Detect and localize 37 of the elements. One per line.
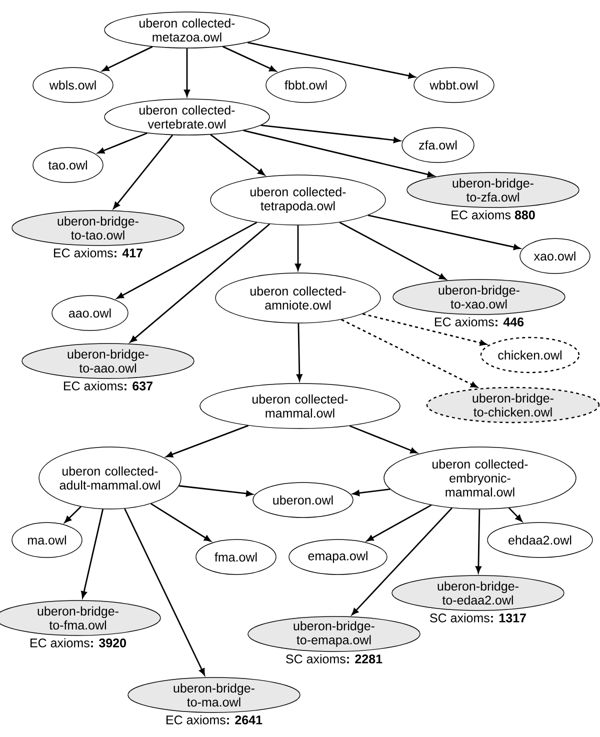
arrow	[295, 225, 301, 271]
arrow	[98, 132, 148, 154]
arrow	[166, 424, 249, 458]
axiom-count-label: EC axioms: 2641	[166, 715, 262, 724]
axiom-count-label: EC axioms: 417	[54, 248, 142, 258]
arrow	[243, 130, 434, 178]
arrow	[102, 46, 153, 72]
arrow	[366, 504, 432, 542]
arrow	[184, 48, 190, 97]
arrow	[248, 42, 416, 79]
arrow	[81, 509, 104, 598]
arrow	[222, 46, 276, 72]
arrow	[113, 134, 174, 209]
arrow	[339, 222, 446, 280]
axiom-count-label: EC axioms: 3920	[30, 638, 126, 648]
arrow	[349, 425, 418, 454]
arrow	[64, 506, 82, 523]
axiom-count-label: EC axioms: 637	[64, 381, 152, 390]
arrow	[210, 134, 265, 176]
axiom-count-label: EC axioms 880	[452, 210, 535, 220]
arrow	[124, 508, 205, 676]
axiom-count-label: SC axioms: 1317	[430, 613, 526, 622]
arrow	[260, 124, 400, 144]
arrow	[341, 318, 478, 388]
arrow	[178, 485, 253, 497]
arrow	[296, 323, 302, 382]
arrow	[475, 509, 482, 574]
arrow	[116, 222, 258, 299]
arrow	[352, 488, 390, 496]
arrow	[508, 507, 522, 522]
arrow	[150, 503, 212, 542]
arrow	[352, 508, 452, 616]
arrow	[362, 313, 487, 346]
axiom-count-label: SC axioms: 2281	[286, 654, 382, 664]
arrow	[368, 214, 520, 250]
axiom-count-label: EC axioms: 446	[434, 317, 524, 326]
arrow	[130, 223, 270, 343]
